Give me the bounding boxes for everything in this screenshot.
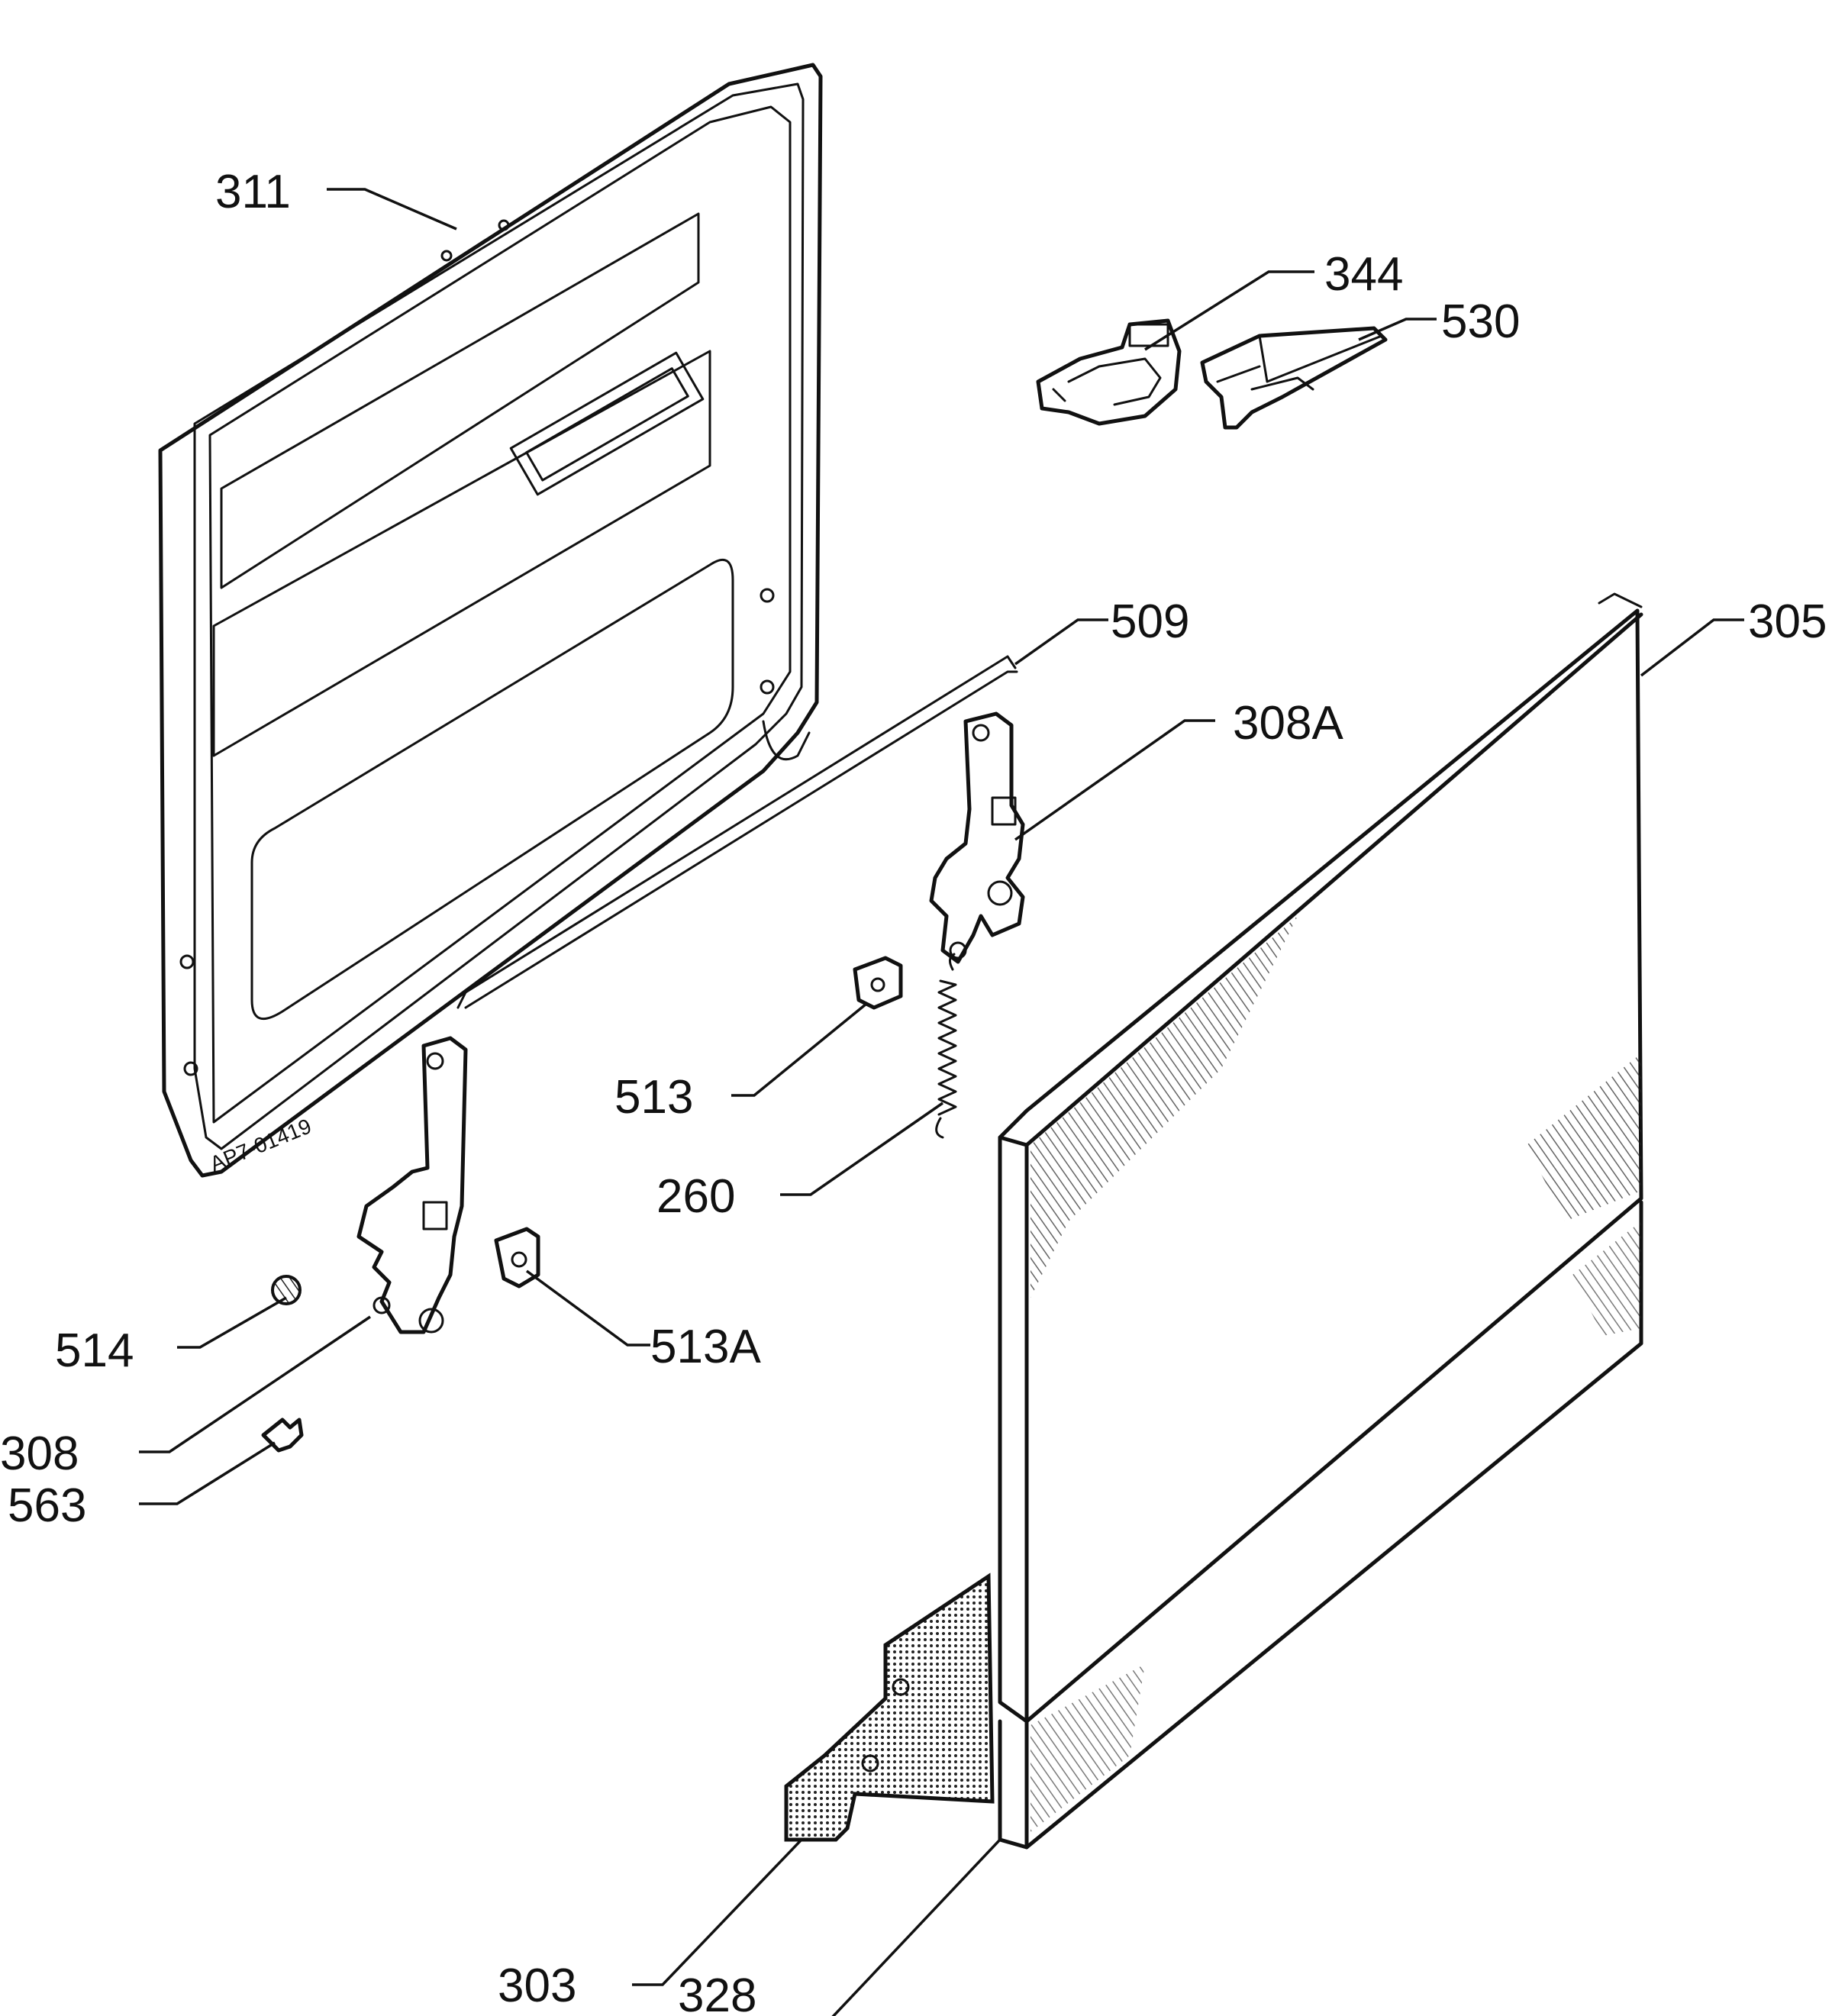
leader-303 — [632, 1838, 803, 1986]
callout-303: 303 — [498, 1960, 576, 2012]
callout-513a: 513A — [650, 1321, 761, 1373]
callout-labels: 311 344 530 509 305 308A 513 260 514 513… — [0, 166, 1827, 2016]
leader-260 — [780, 1102, 943, 1196]
door-latch-344 — [1036, 318, 1182, 426]
hinge-left-308 — [356, 1036, 468, 1334]
screw-563 — [261, 1418, 304, 1453]
inner-door-frame-311 — [158, 63, 823, 1178]
door-rod-509 — [456, 655, 1018, 1009]
leader-514 — [177, 1296, 287, 1349]
drawing-code: AP7-01419 — [207, 1114, 315, 1176]
hinge-right-308a — [929, 711, 1025, 964]
leader-308a — [1014, 719, 1215, 841]
callout-530: 530 — [1441, 295, 1520, 348]
leader-530 — [1358, 318, 1437, 341]
leader-lines — [139, 188, 1744, 2016]
callout-514: 514 — [55, 1324, 134, 1377]
lower-panel-328 — [998, 1200, 1643, 1850]
spring-260 — [935, 953, 957, 1139]
leader-308 — [139, 1315, 371, 1453]
leader-513a — [525, 1269, 650, 1347]
kick-plate-303 — [784, 1572, 995, 1842]
leader-311 — [327, 188, 457, 231]
leader-305 — [1640, 618, 1744, 677]
callout-344: 344 — [1324, 248, 1403, 301]
leader-328 — [831, 1838, 1001, 2016]
callout-308a: 308A — [1233, 697, 1343, 750]
leader-509 — [1014, 618, 1108, 666]
clip-513 — [853, 956, 903, 1010]
nut-514 — [271, 1275, 302, 1305]
callout-513: 513 — [614, 1071, 693, 1124]
callout-311: 311 — [215, 166, 291, 218]
callout-305: 305 — [1748, 595, 1827, 648]
callout-509: 509 — [1111, 595, 1189, 648]
callout-328: 328 — [678, 1969, 756, 2016]
door-handle-530 — [1200, 326, 1388, 430]
leader-344 — [1144, 270, 1314, 351]
callout-260: 260 — [656, 1170, 735, 1223]
leader-513 — [731, 1002, 868, 1097]
front-door-panel-305 — [998, 592, 1643, 1724]
callout-563: 563 — [8, 1479, 86, 1532]
leader-563 — [139, 1441, 276, 1505]
callout-308: 308 — [0, 1427, 79, 1480]
block-513a — [494, 1227, 540, 1289]
